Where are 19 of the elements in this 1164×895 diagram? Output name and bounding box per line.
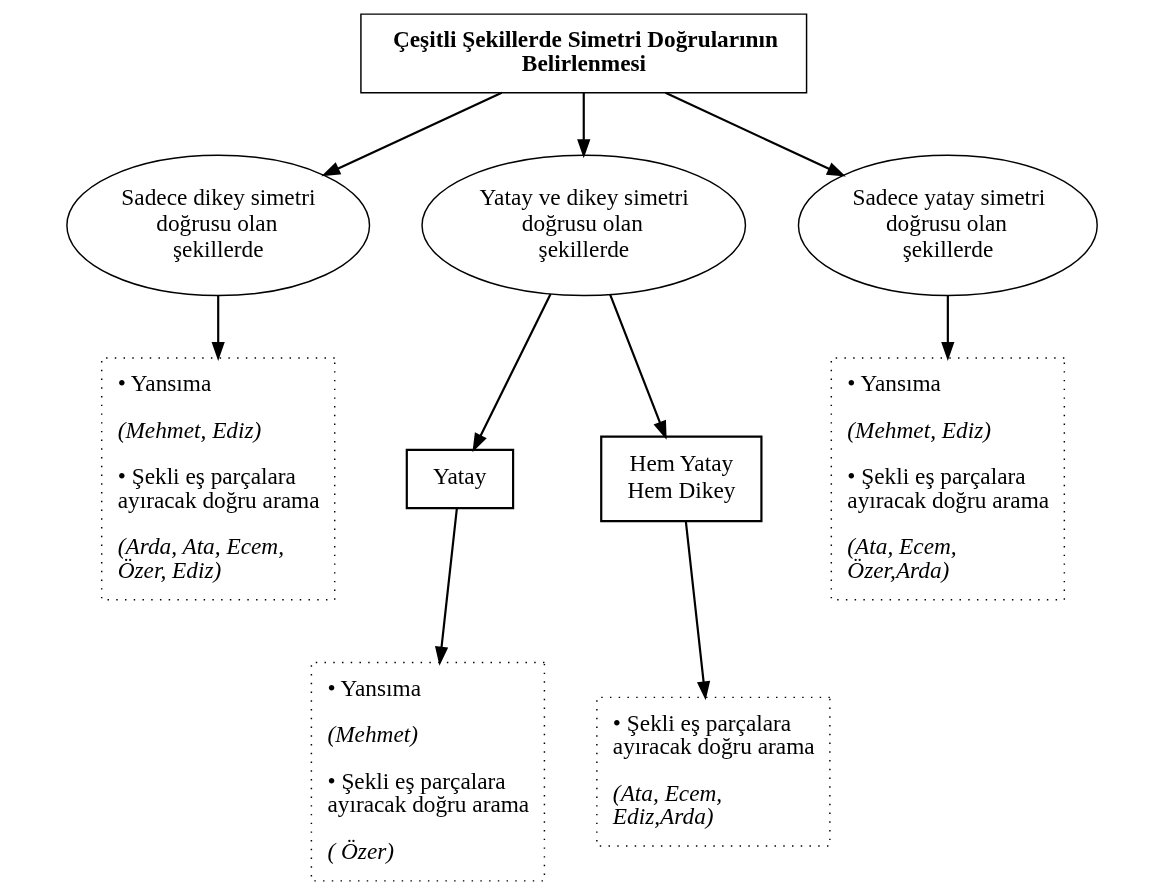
node-box: Hem Yatay Hem Dikey	[600, 435, 763, 523]
node-ellipse: Yatay ve dikey simetri doğrusu olan şekillerde	[421, 154, 747, 297]
node-box: Yatay	[405, 448, 515, 510]
node-ellipse: Sadece dikey simetri doğrusu olan şekillerde	[66, 154, 371, 297]
node-box: • Yansıma (Mehmet, Ediz) • Şekli eş parçalara ayıracak doğru arama (Arda, Ata, Ecem, Özer, Ediz)	[100, 357, 336, 601]
arrow	[941, 296, 955, 361]
node-box: Çeşitli Şekillerde Simetri Doğrularının Belirlenmesi	[360, 13, 808, 94]
arrow	[472, 293, 552, 453]
arrow	[609, 294, 667, 440]
arrow	[321, 91, 503, 177]
arrow	[577, 92, 591, 159]
node-box: • Yansıma (Mehmet) • Şekli eş parçalara ayıracak doğru arama ( Özer)	[310, 661, 546, 882]
arrow	[434, 508, 458, 666]
arrow	[665, 91, 846, 177]
node-box: • Şekli eş parçalara ayıracak doğru arama (Ata, Ecem, Ediz,Arda)	[596, 696, 831, 847]
node-box: • Yansıma (Mehmet, Ediz) • Şekli eş parçalara ayıracak doğru arama (Ata, Ecem, Özer,Arda)	[830, 357, 1066, 601]
arrow	[211, 296, 225, 361]
arrow	[684, 521, 711, 701]
node-ellipse: Sadece yatay simetri doğrusu olan şekillerde	[797, 154, 1098, 297]
